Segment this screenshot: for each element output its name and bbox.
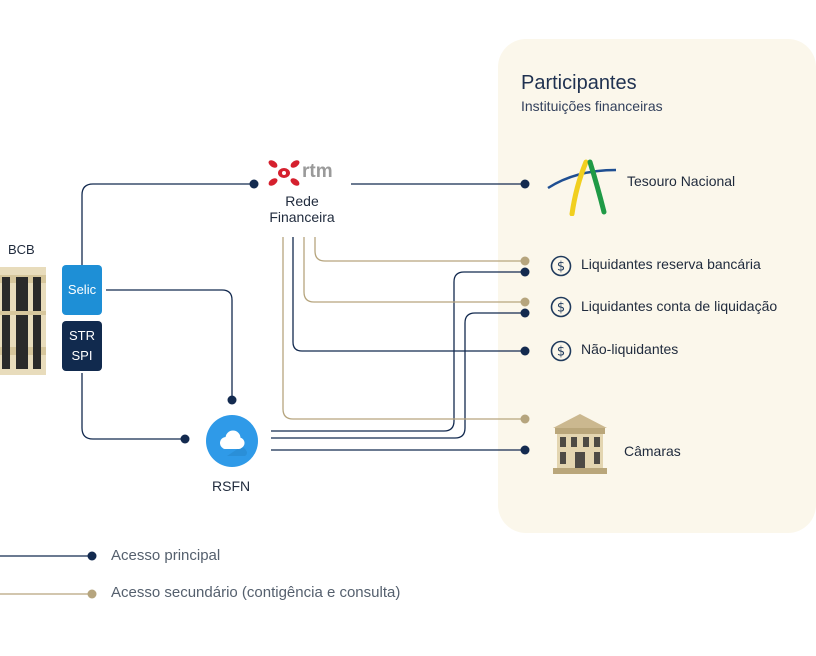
svg-text:$: $ xyxy=(557,301,565,316)
dot-rtm-in xyxy=(249,179,259,189)
participants-panel xyxy=(498,39,816,533)
conta-liquidacao-label: Liquidantes conta de liquidação xyxy=(581,298,778,314)
dot-camaras-primary xyxy=(520,445,530,455)
participants-subtitle: Instituições financeiras xyxy=(521,98,663,114)
str-spi-system-box: STR SPI xyxy=(62,321,102,371)
bcb-label: BCB xyxy=(8,242,35,257)
reserva-bancaria-label: Liquidantes reserva bancária xyxy=(581,256,761,272)
spi-label: SPI xyxy=(71,348,93,363)
dollar-circle-icon: $ xyxy=(550,340,572,362)
selic-system-box: Selic xyxy=(62,265,102,315)
dot-liquidacao-secondary xyxy=(520,297,530,307)
dot-rsfn-left xyxy=(180,434,190,444)
dot-liquidacao-primary xyxy=(520,308,530,318)
legend-secondary-dot xyxy=(87,589,97,599)
svg-text:$: $ xyxy=(557,260,565,275)
rtm-logo-icon xyxy=(268,160,300,186)
dot-reserva-secondary xyxy=(520,256,530,266)
dot-camaras-secondary xyxy=(520,414,530,424)
tesouro-logo-icon xyxy=(547,159,617,216)
camaras-label: Câmaras xyxy=(624,443,681,459)
line-rsfn-to-liquidacao xyxy=(271,312,525,439)
bcb-building-icon xyxy=(0,267,46,375)
rtm-logo-text: rtm xyxy=(302,161,333,182)
dot-reserva-primary xyxy=(520,267,530,277)
dot-naoliquidantes xyxy=(520,346,530,356)
rtm-label-line2: Financeira xyxy=(269,209,335,225)
line-rtm-to-liquidacao-secondary xyxy=(303,237,525,303)
rtm-label-line1: Rede xyxy=(285,193,319,209)
cloud-icon xyxy=(206,415,258,467)
bank-building-icon xyxy=(553,414,607,474)
dot-rsfn-top xyxy=(227,395,237,405)
rsfn-label: RSFN xyxy=(212,478,251,494)
legend-primary-label: Acesso principal xyxy=(111,547,221,564)
legend-primary-dot xyxy=(87,551,97,561)
dot-tesouro xyxy=(520,179,530,189)
legend-secondary-label: Acesso secundário (contigência e consult… xyxy=(111,584,401,601)
line-str-to-rsfn xyxy=(81,373,185,440)
line-rtm-to-camaras-secondary xyxy=(282,237,525,420)
line-selic-to-rsfn xyxy=(106,289,233,400)
dollar-circle-icon: $ xyxy=(550,296,572,318)
tesouro-label: Tesouro Nacional xyxy=(627,173,736,189)
participants-title: Participantes xyxy=(521,72,637,94)
line-rtm-to-naoliquidantes xyxy=(292,237,525,352)
rtm-label: Rede Financeira xyxy=(268,193,336,225)
svg-text:$: $ xyxy=(557,345,565,360)
dollar-circle-icon: $ xyxy=(550,255,572,277)
line-rsfn-to-reserva xyxy=(271,271,525,432)
line-rtm-to-reserva-secondary xyxy=(314,237,525,262)
nao-liquidantes-label: Não-liquidantes xyxy=(581,341,679,357)
line-bcb-to-rtm xyxy=(81,183,254,265)
str-label: STR xyxy=(69,328,95,343)
selic-label: Selic xyxy=(67,282,97,297)
